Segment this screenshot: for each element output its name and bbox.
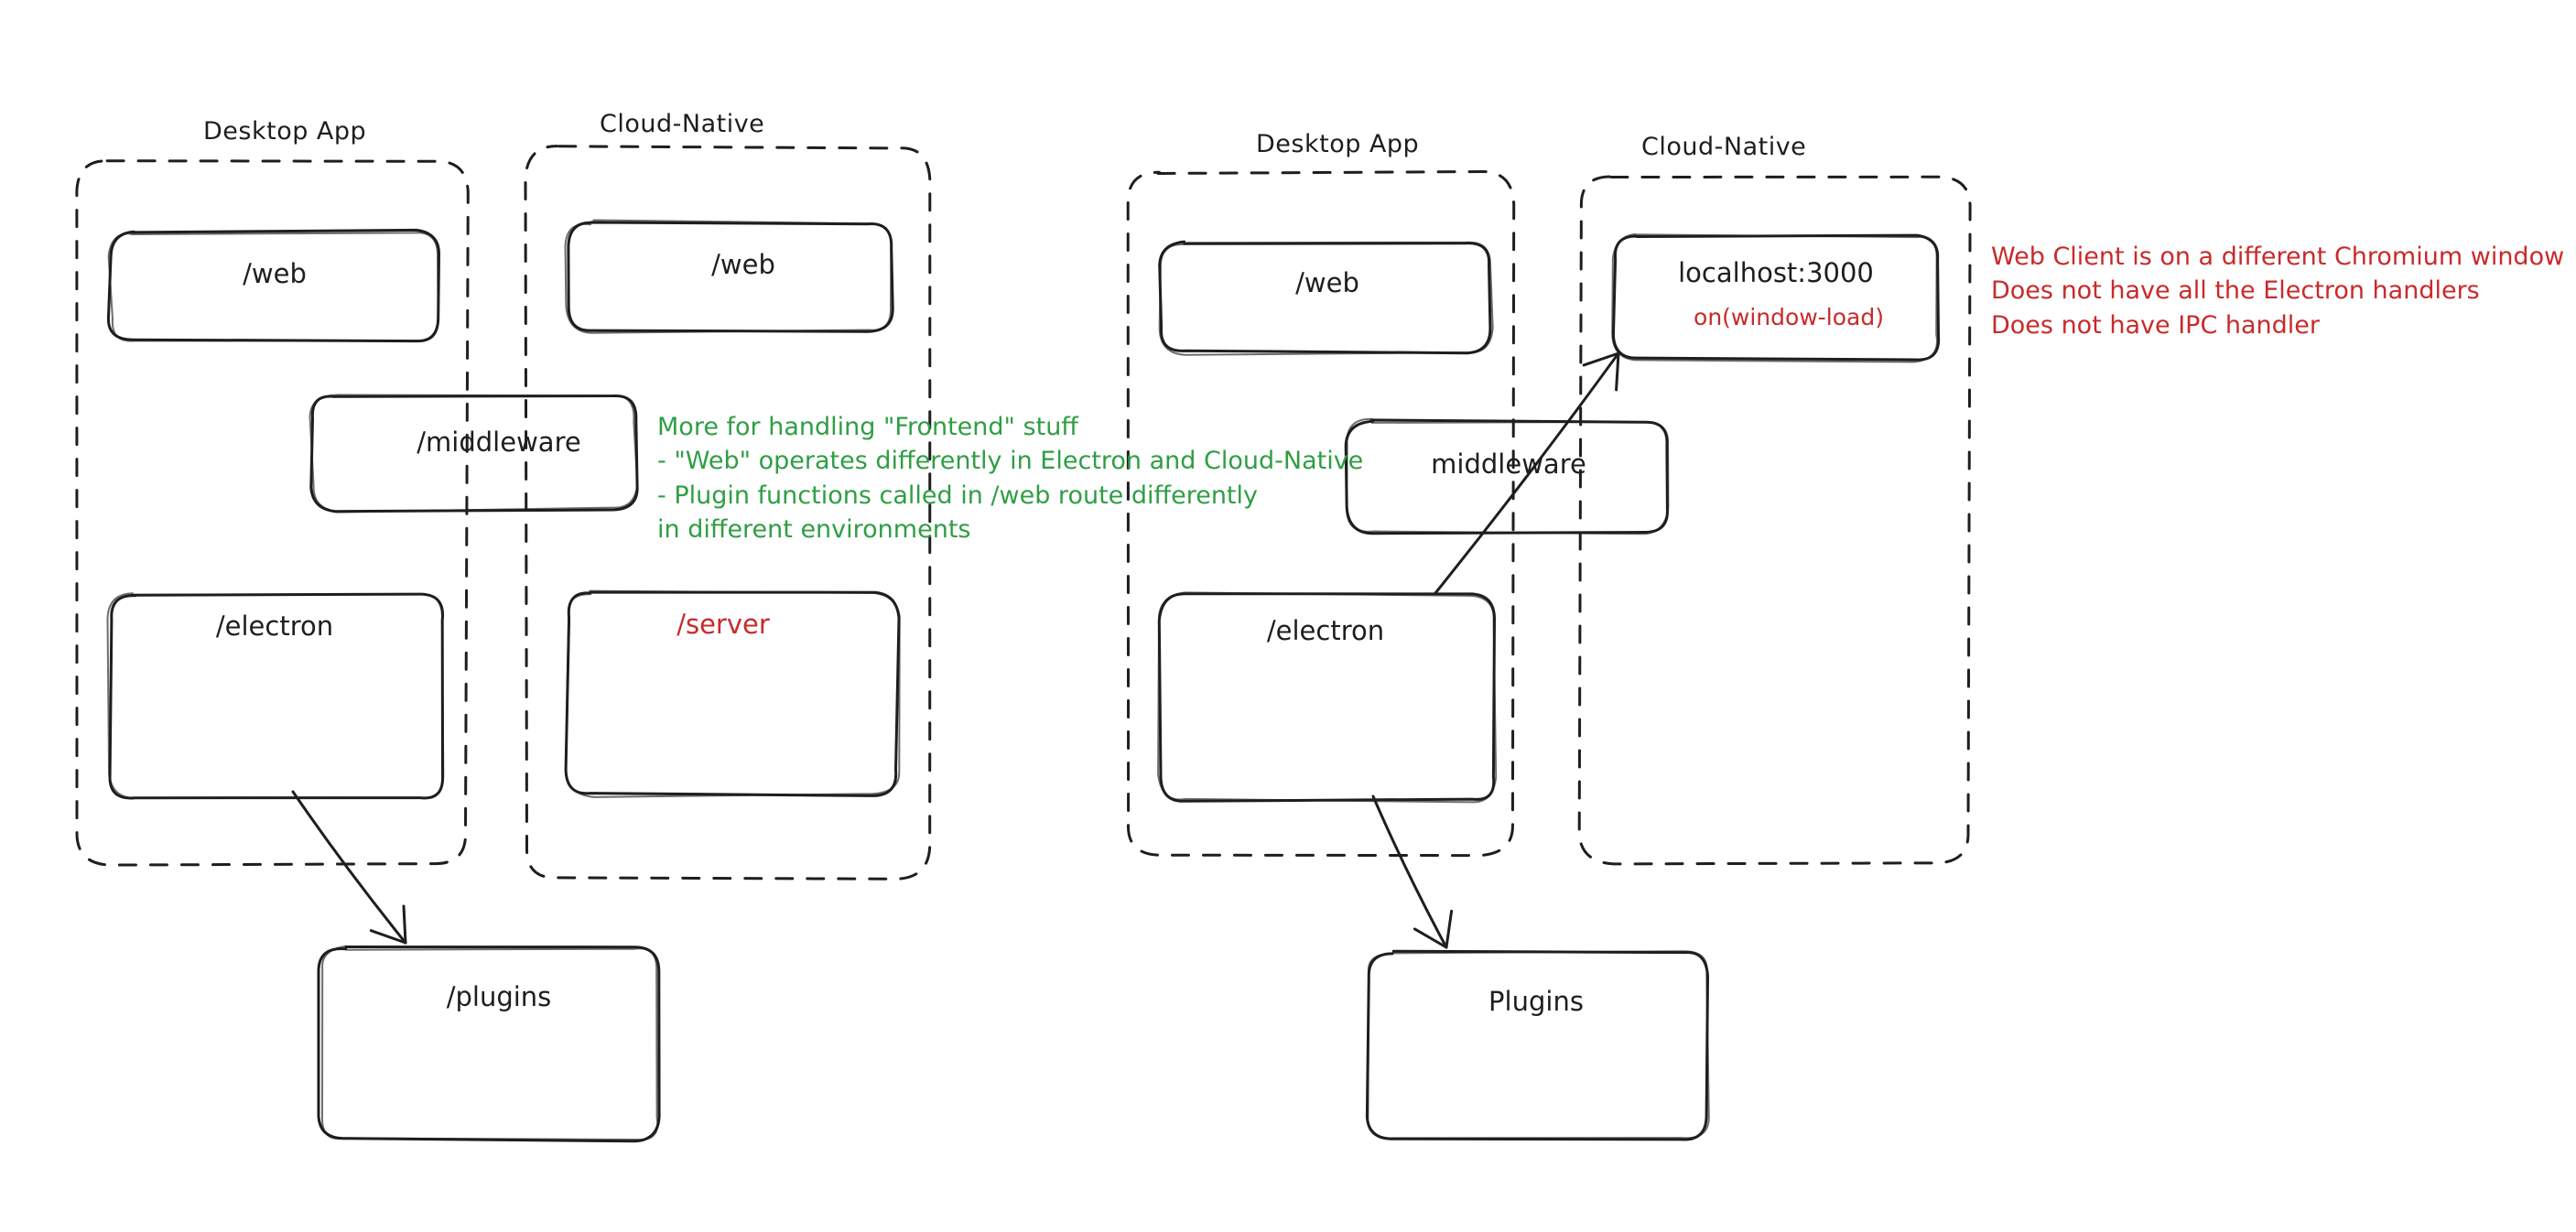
- box-outline-stroke-2: [1157, 591, 1498, 804]
- left-arrow-electron-to-plugins-left: [291, 790, 407, 945]
- box-outline-stroke-2: [320, 945, 659, 1141]
- left-box-web-desktop[interactable]: [106, 228, 441, 343]
- arrow-head-stroke: [1445, 909, 1454, 949]
- left-box-web-cloud[interactable]: [564, 219, 894, 334]
- box-outline-stroke-1: [1158, 240, 1492, 355]
- right-box-plugins-right[interactable]: [1365, 949, 1710, 1141]
- left-box-electron-left[interactable]: [106, 592, 445, 800]
- left-box-plugins-left[interactable]: [317, 945, 661, 1143]
- right-arrow-electron-to-plugins-right: [1371, 794, 1454, 949]
- right-box-web-desktop-right[interactable]: [1158, 240, 1494, 356]
- group-dashed-border: [1126, 169, 1516, 858]
- left-group-cloud-native: [524, 145, 932, 881]
- box-outline-stroke-2: [564, 589, 901, 798]
- left-box-server-left[interactable]: [564, 589, 901, 798]
- box-outline-stroke-2: [1611, 232, 1938, 363]
- box-outline-stroke-2: [308, 394, 639, 513]
- box-outline-stroke-1: [1157, 592, 1496, 803]
- left-box-middleware-left[interactable]: [308, 394, 639, 513]
- arrow-head-stroke: [1412, 927, 1448, 949]
- arrow-shaft: [1434, 351, 1620, 595]
- right-box-localhost-cloud[interactable]: [1611, 232, 1941, 363]
- arrow-head-stroke: [1615, 351, 1620, 392]
- box-outline-stroke-2: [107, 232, 439, 342]
- right-group-cloud-native: [1577, 175, 1972, 866]
- box-outline-stroke-1: [106, 228, 441, 343]
- left-group-desktop-app: [75, 159, 470, 867]
- group-dashed-border: [524, 145, 932, 881]
- group-dashed-border: [1577, 175, 1972, 866]
- box-outline-stroke-1: [1365, 949, 1709, 1141]
- box-outline-stroke-1: [564, 590, 901, 797]
- box-outline-stroke-2: [1346, 417, 1670, 535]
- right-box-middleware-right[interactable]: [1344, 417, 1670, 535]
- box-outline-stroke-2: [564, 219, 893, 334]
- box-outline-stroke-2: [106, 592, 445, 800]
- box-outline-stroke-1: [309, 394, 639, 513]
- arrow-shaft: [291, 790, 407, 945]
- box-outline-stroke-1: [1611, 233, 1941, 362]
- right-box-electron-right[interactable]: [1157, 591, 1498, 804]
- box-outline-stroke-1: [1344, 418, 1669, 535]
- box-outline-stroke-1: [108, 592, 445, 800]
- arrow-head-stroke: [402, 904, 407, 945]
- arrow-shaft: [1371, 794, 1448, 949]
- right-group-desktop-app: [1126, 169, 1516, 858]
- group-dashed-border: [75, 159, 470, 867]
- box-outline-stroke-1: [567, 221, 894, 333]
- box-outline-stroke-1: [317, 946, 661, 1143]
- box-outline-stroke-2: [1158, 241, 1494, 356]
- box-outline-stroke-2: [1367, 950, 1710, 1140]
- arrow-head-stroke: [1582, 351, 1620, 367]
- arrow-head-stroke: [369, 929, 407, 945]
- right-arrow-electron-to-localhost-right: [1434, 351, 1620, 595]
